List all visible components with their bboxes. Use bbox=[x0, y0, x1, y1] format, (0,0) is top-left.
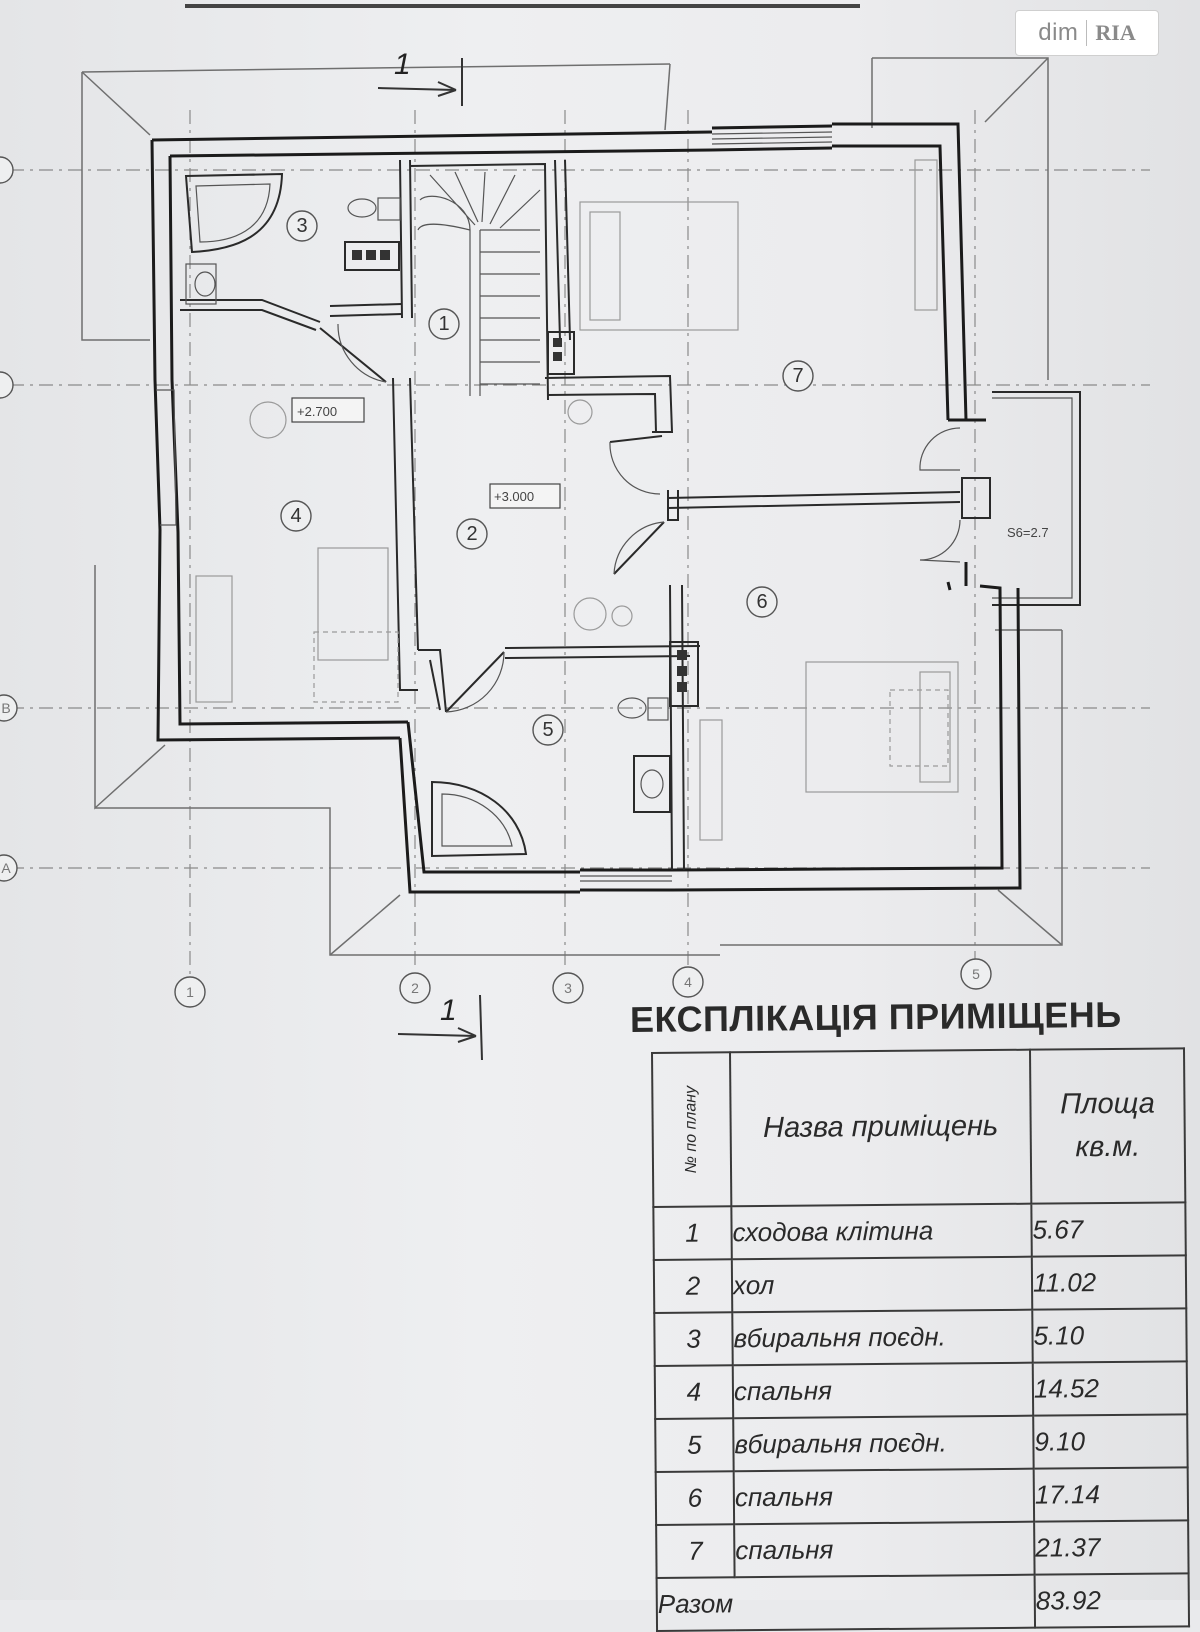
row-area: 9.10 bbox=[1033, 1414, 1188, 1469]
row-area: 11.02 bbox=[1031, 1255, 1187, 1310]
axis-1: 1 bbox=[186, 984, 194, 1000]
row-name: спальня bbox=[733, 1468, 1035, 1525]
explication-title: ЕКСПЛІКАЦІЯ ПРИМІЩЕНЬ bbox=[629, 993, 1122, 1040]
axis-5: 5 bbox=[972, 966, 980, 982]
table-row: 1 сходова клітина 5.67 bbox=[653, 1202, 1186, 1260]
row-number: 2 bbox=[653, 1259, 733, 1313]
row-name: вбиральня поєдн. bbox=[732, 1309, 1033, 1366]
room-number-4: 4 bbox=[290, 505, 301, 527]
balcony bbox=[992, 391, 1081, 606]
header-area: Площа кв.м. bbox=[1029, 1048, 1186, 1204]
table-row: 6 спальня 17.14 bbox=[655, 1467, 1189, 1525]
table-row: 5 вбиральня поєдн. 9.10 bbox=[655, 1414, 1188, 1472]
row-number: 5 bbox=[655, 1418, 734, 1472]
section-mark-bottom: 1 bbox=[440, 994, 457, 1027]
row-name: спальня bbox=[732, 1362, 1034, 1419]
table-row: 2 хол 11.02 bbox=[653, 1255, 1187, 1313]
row-number: 1 bbox=[653, 1206, 732, 1260]
row-number: 6 bbox=[655, 1471, 735, 1525]
dimria-watermark: dim RIA bbox=[1015, 10, 1159, 56]
room-number-1: 1 bbox=[438, 313, 449, 335]
row-area: 17.14 bbox=[1033, 1467, 1189, 1522]
row-area: 5.67 bbox=[1031, 1202, 1186, 1257]
row-number: 4 bbox=[654, 1365, 734, 1419]
row-number: 7 bbox=[656, 1524, 735, 1578]
explication-table: № по плану Назва приміщень Площа кв.м. 1… bbox=[651, 1047, 1190, 1632]
total-area: 83.92 bbox=[1034, 1573, 1190, 1628]
row-area: 5.10 bbox=[1032, 1308, 1187, 1363]
axis-3: 3 bbox=[564, 980, 572, 996]
doors bbox=[319, 323, 961, 713]
fixtures bbox=[184, 159, 959, 858]
axis-a: A bbox=[1, 860, 11, 876]
balcony-area-label: S6=2.7 bbox=[1007, 525, 1049, 540]
table-total-row: Разом 83.92 bbox=[656, 1573, 1190, 1631]
table-row: 3 вбиральня поєдн. 5.10 bbox=[654, 1308, 1187, 1366]
level-room4: +2.700 bbox=[297, 404, 337, 419]
row-name: сходова клітина bbox=[731, 1203, 1032, 1260]
table-header-row: № по плану Назва приміщень Площа кв.м. bbox=[652, 1048, 1186, 1207]
roof-outline bbox=[81, 57, 1063, 956]
room-number-6: 6 bbox=[756, 591, 767, 613]
row-name: вбиральня поєдн. bbox=[733, 1415, 1034, 1472]
axis-bubbles: 1 2 3 4 5 B A bbox=[0, 156, 992, 1008]
row-area: 14.52 bbox=[1032, 1361, 1188, 1416]
section-mark-top: 1 bbox=[394, 48, 411, 81]
watermark-brand: dim bbox=[1038, 19, 1079, 46]
table-row: 7 спальня 21.37 bbox=[656, 1520, 1189, 1578]
room-number-3: 3 bbox=[296, 215, 307, 237]
row-name: хол bbox=[731, 1256, 1033, 1313]
staircase bbox=[417, 171, 541, 396]
row-area: 21.37 bbox=[1034, 1520, 1189, 1575]
row-number: 3 bbox=[654, 1312, 733, 1366]
watermark-logo-icon: RIA bbox=[1095, 20, 1136, 45]
room-markers: 1 2 3 4 5 6 7 bbox=[280, 210, 814, 746]
exterior-walls bbox=[150, 122, 1022, 894]
header-number-label: № по плану bbox=[682, 1085, 701, 1174]
watermark-divider bbox=[1086, 20, 1088, 46]
header-name: Назва приміщень bbox=[730, 1049, 1032, 1207]
row-name: спальня bbox=[734, 1521, 1035, 1578]
total-label: Разом bbox=[656, 1574, 1036, 1631]
table-row: 4 спальня 14.52 bbox=[654, 1361, 1188, 1419]
axis-b: B bbox=[1, 700, 10, 716]
interior-walls bbox=[180, 159, 991, 871]
room-number-7: 7 bbox=[792, 365, 803, 387]
room-number-5: 5 bbox=[542, 719, 553, 741]
header-number: № по плану bbox=[652, 1052, 732, 1207]
level-markers: +2.700 +3.000 S6=2.7 bbox=[291, 397, 1049, 540]
section-marks: 1 1 bbox=[377, 48, 483, 1061]
level-room2: +3.000 bbox=[494, 489, 534, 504]
room-number-2: 2 bbox=[466, 523, 477, 545]
axis-4: 4 bbox=[684, 974, 692, 990]
axis-2: 2 bbox=[411, 980, 419, 996]
